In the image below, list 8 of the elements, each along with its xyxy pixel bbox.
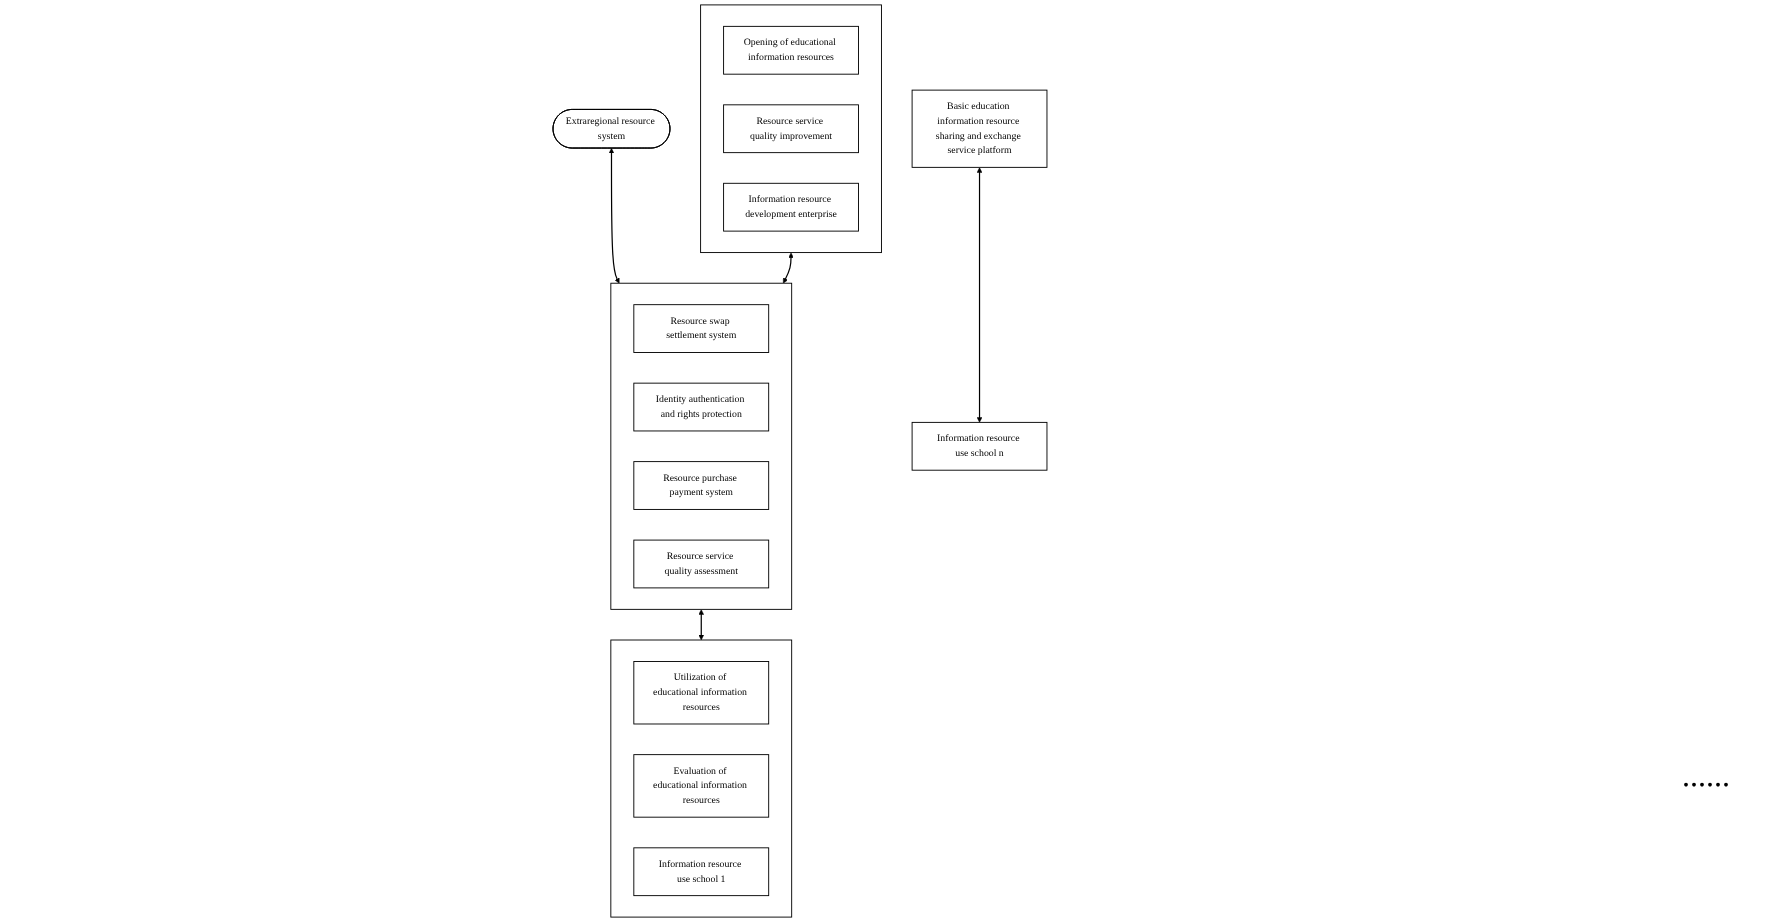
cluster xyxy=(610,639,793,918)
cluster xyxy=(610,282,793,610)
arrow xyxy=(608,148,620,284)
arrow xyxy=(783,252,794,284)
arrow xyxy=(976,167,983,423)
arrow xyxy=(698,609,704,641)
cluster xyxy=(700,4,882,254)
ellipsis-text: ...... xyxy=(1682,760,1730,796)
